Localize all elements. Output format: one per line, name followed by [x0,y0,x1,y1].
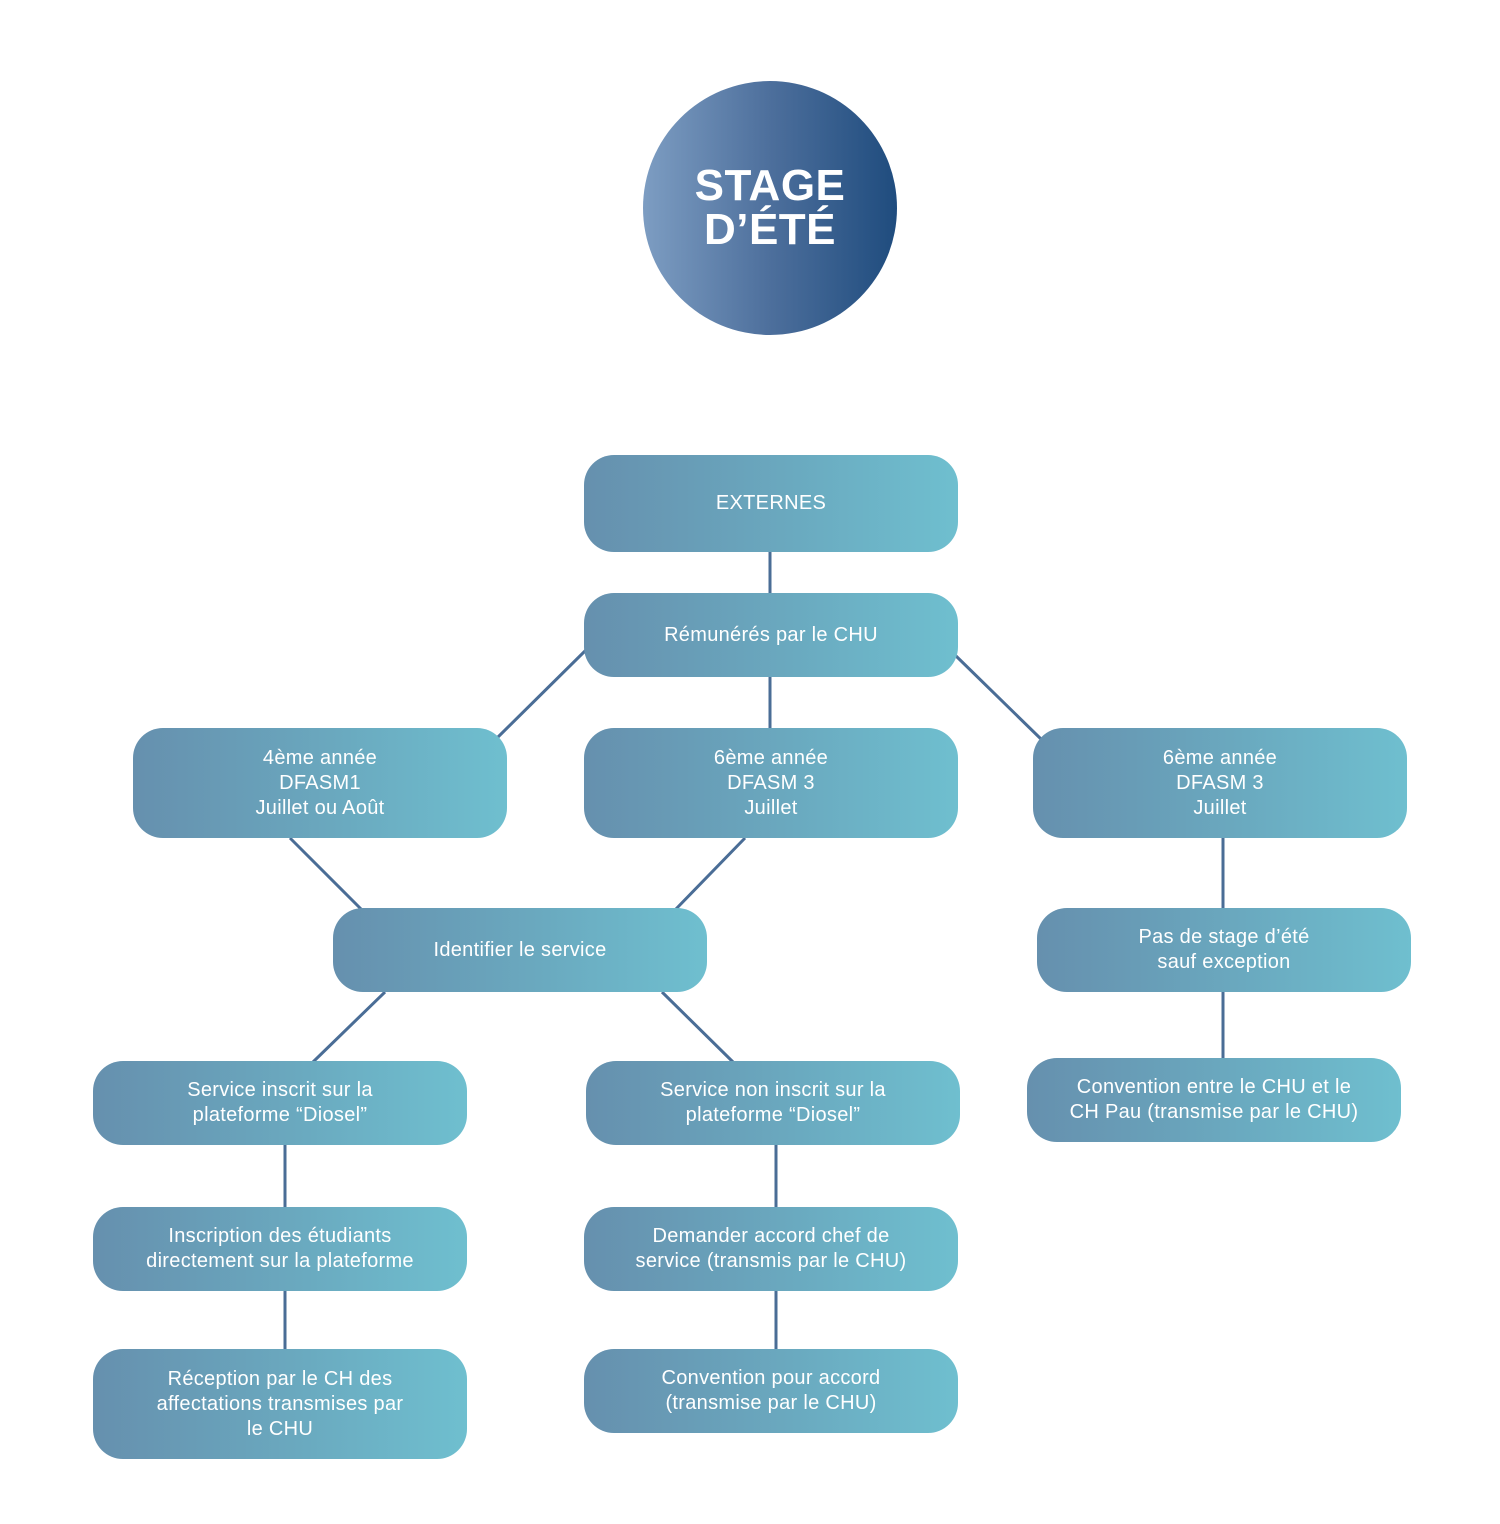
node-text: EXTERNES [715,492,827,514]
node-inscription: Inscription des étudiants directement su… [93,1207,467,1291]
node-text: DFASM 3 [727,771,815,794]
node-6eme-annee-center: 6ème année DFASM 3 Juillet [584,728,958,838]
node-text: CH Pau (transmise par le CHU) [1069,1101,1359,1123]
connector [660,990,735,1064]
node-text: le CHU [246,1417,314,1440]
title-circle: STAGE D’ÉTÉ [643,81,897,335]
node-text: Juillet [744,796,798,819]
node-text: Demander accord chef de [652,1225,890,1247]
node-convention-accord: Convention pour accord (transmise par le… [584,1349,958,1433]
node-convention-ch-pau: Convention entre le CHU et le CH Pau (tr… [1027,1058,1401,1142]
connector [673,836,747,912]
node-pas-de-stage: Pas de stage d’été sauf exception [1037,908,1411,992]
node-text: (transmise par le CHU) [665,1392,877,1414]
node-text: Juillet ou Août [255,796,385,819]
node-4eme-annee: 4ème année DFASM1 Juillet ou Août [133,728,507,838]
node-reception: Réception par le CH des affectations tra… [93,1349,467,1459]
node-text: Convention pour accord [661,1367,881,1389]
connector [288,836,364,912]
node-text: Juillet [1193,796,1247,819]
node-service-non-inscrit: Service non inscrit sur la plateforme “D… [586,1061,960,1145]
node-externes: EXTERNES [584,455,958,552]
connector [495,648,588,740]
connector [953,653,1044,742]
node-text: plateforme “Diosel” [685,1104,861,1126]
node-text: Convention entre le CHU et le [1076,1076,1352,1098]
node-text: Pas de stage d’été [1138,926,1310,948]
node-text: service (transmis par le CHU) [635,1250,907,1272]
node-text: plateforme “Diosel” [192,1104,368,1126]
node-identifier-service: Identifier le service [333,908,707,992]
title-line-1: STAGE [694,161,846,210]
title-line-2: D’ÉTÉ [703,205,837,254]
node-text: 4ème année [262,746,378,769]
node-remuneres: Rémunérés par le CHU [584,593,958,677]
node-text: Rémunérés par le CHU [664,623,878,646]
node-demander-accord: Demander accord chef de service (transmi… [584,1207,958,1291]
node-text: DFASM 3 [1176,771,1264,794]
node-service-inscrit: Service inscrit sur la plateforme “Diose… [93,1061,467,1145]
node-text: sauf exception [1157,951,1291,973]
node-text: Inscription des étudiants [168,1225,392,1247]
node-text: DFASM1 [279,771,361,794]
node-text: Identifier le service [433,938,607,961]
node-text: affectations transmises par [156,1392,404,1415]
node-text: 6ème année [713,746,829,769]
connector [311,990,387,1064]
node-text: Service inscrit sur la [187,1079,373,1101]
node-6eme-annee-right: 6ème année DFASM 3 Juillet [1033,728,1407,838]
node-text: directement sur la plateforme [146,1250,414,1272]
node-text: 6ème année [1162,746,1278,769]
node-text: Service non inscrit sur la [660,1079,886,1101]
node-text: Réception par le CH des [167,1367,393,1390]
